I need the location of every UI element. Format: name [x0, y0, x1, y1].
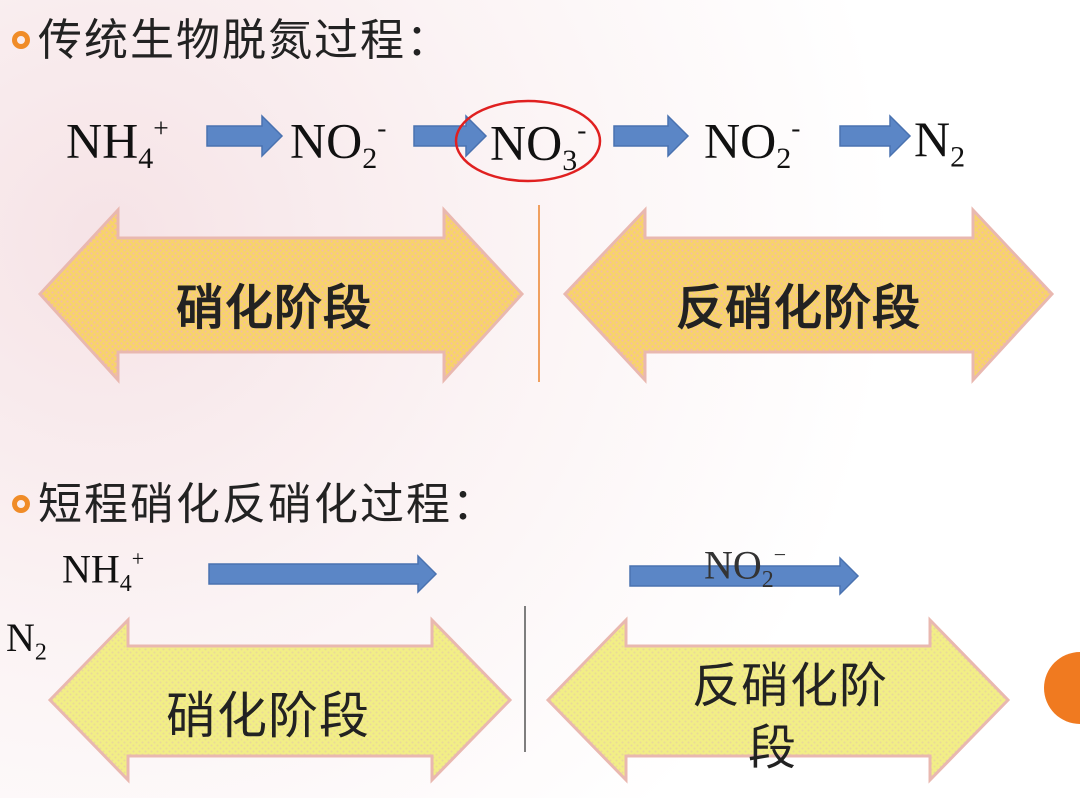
bullet-icon	[12, 31, 30, 49]
flow-arrow-5	[208, 554, 438, 594]
stage-arrow-denitrification-2	[545, 616, 1011, 784]
stage-label-nitrification-2: 硝化阶段	[166, 687, 370, 745]
stage-label-nitrification: 硝化阶段	[176, 280, 373, 336]
species-nh4-2: NH4+	[62, 546, 145, 597]
flow-arrow-1	[206, 114, 284, 158]
highlight-circle	[454, 99, 602, 183]
section2-heading: 短程硝化反硝化过程：	[38, 479, 498, 530]
flow-arrow-2	[413, 114, 488, 158]
species-nh4: NH4+	[66, 112, 169, 176]
stage-label-denitrification-2-line1: 反硝化阶	[692, 658, 889, 714]
species-n2: N2	[914, 111, 966, 174]
flow-arrow-3	[613, 114, 690, 158]
species-no2: NO2-	[290, 112, 387, 176]
stage-arrow-denitrification	[562, 206, 1055, 384]
stage-arrow-nitrification-2	[47, 616, 513, 784]
bullet-icon	[12, 495, 30, 513]
stage-label-denitrification: 反硝化阶段	[676, 280, 922, 336]
flow-arrow-6	[629, 556, 860, 596]
stage-arrow-nitrification	[37, 206, 525, 384]
section1-heading-row: 传统生物脱氮过程：	[12, 4, 452, 68]
species-no2-b: NO2-	[704, 112, 801, 176]
section1-heading: 传统生物脱氮过程：	[38, 15, 452, 66]
stage-label-denitrification-2-line2: 段	[748, 720, 798, 776]
flow-arrow-4	[839, 114, 912, 158]
species-no2-2: NO2−	[704, 542, 787, 593]
corner-dot	[1044, 652, 1080, 724]
species-no3: NO3-	[490, 114, 587, 178]
species-n2-2: N2	[6, 615, 47, 666]
section2-heading-row: 短程硝化反硝化过程：	[12, 468, 498, 532]
